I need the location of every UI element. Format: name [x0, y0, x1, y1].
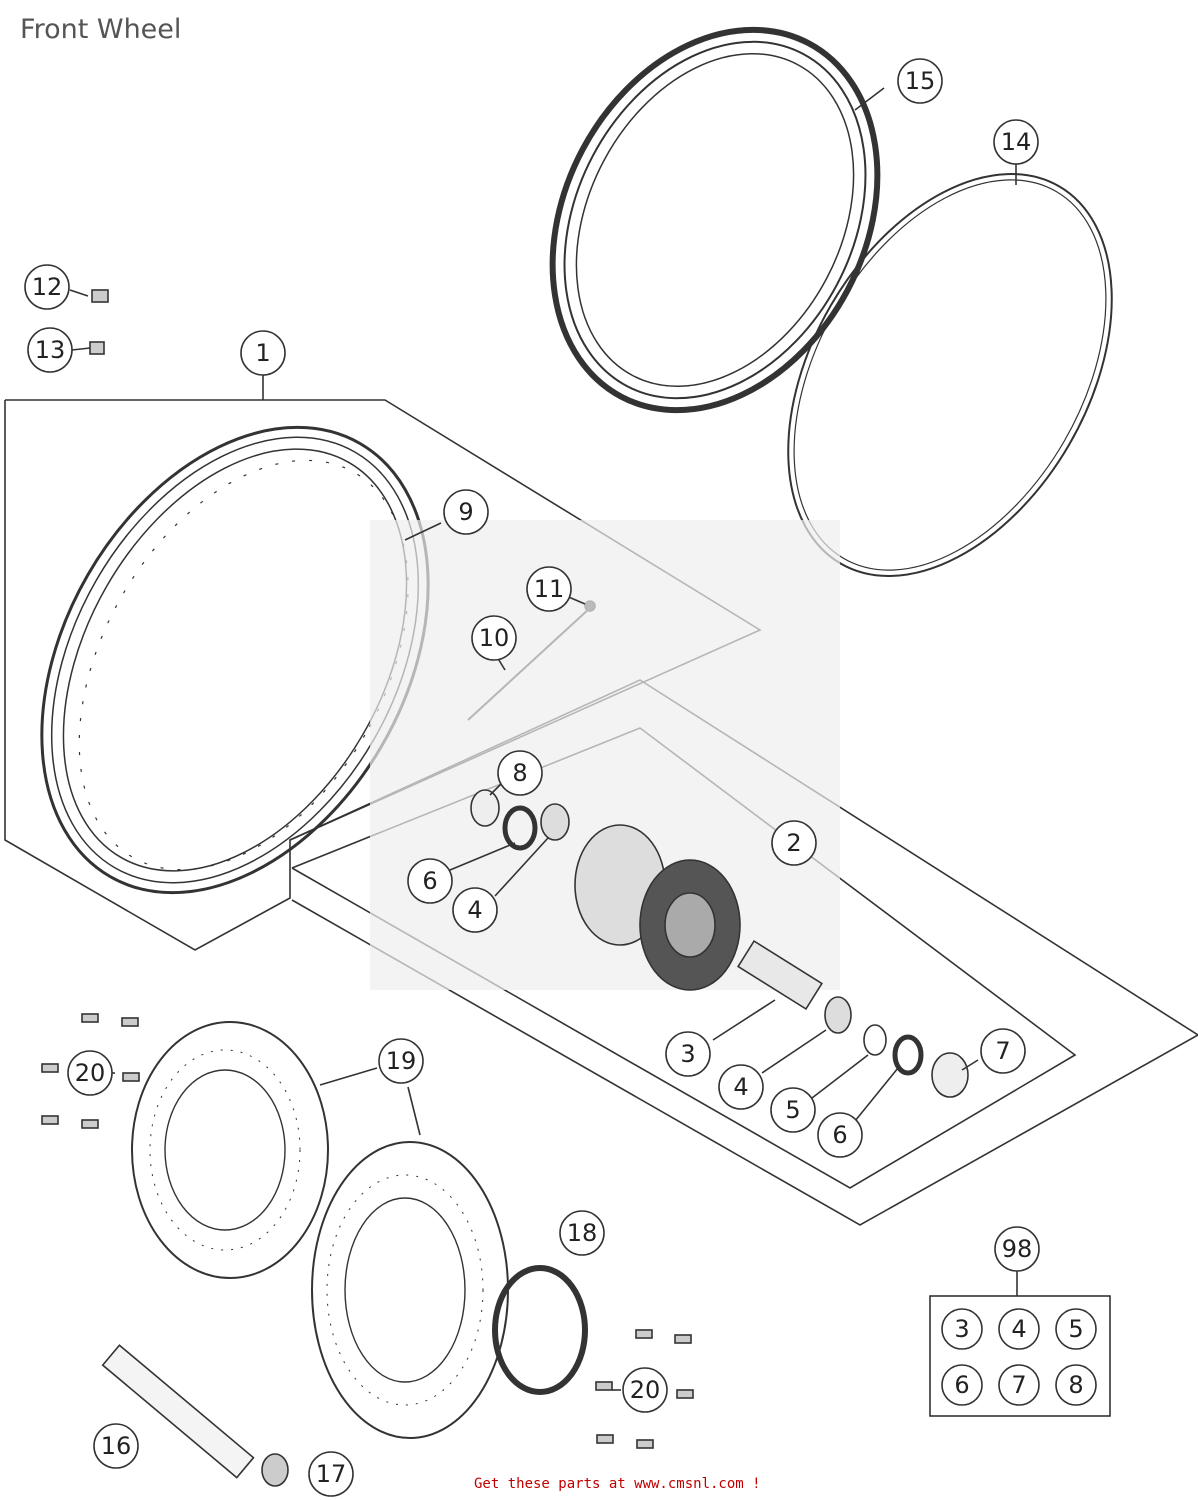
- callout-6-right: 6: [832, 1121, 847, 1149]
- callout-20-left: 20: [75, 1059, 106, 1087]
- callout-18: 18: [567, 1219, 598, 1247]
- callout-9: 9: [458, 498, 473, 526]
- callout-3: 3: [680, 1040, 695, 1068]
- bearing-4-right: [824, 996, 852, 1034]
- callout-98: 98: [1002, 1235, 1033, 1263]
- kit-item-7: 7: [1011, 1371, 1026, 1399]
- seal-6-right: [892, 1034, 924, 1076]
- callout-10: 10: [479, 624, 510, 652]
- brake-disc-right: [311, 1141, 509, 1439]
- tyre: [549, 26, 881, 414]
- callout-5: 5: [785, 1096, 800, 1124]
- callout-17: 17: [316, 1460, 347, 1488]
- callout-16: 16: [101, 1432, 132, 1460]
- callout-2: 2: [786, 829, 801, 857]
- callout-4-left: 4: [467, 896, 482, 924]
- valve-cap: [89, 341, 105, 355]
- spacer-3: [737, 939, 823, 1011]
- axle-nut: [261, 1453, 289, 1487]
- bushing-8: [470, 789, 500, 827]
- circlip-5: [863, 1024, 887, 1056]
- wheel-axle: [101, 1344, 255, 1479]
- brake-disc-left: [131, 1021, 329, 1279]
- callout-19: 19: [386, 1047, 417, 1075]
- footer-link[interactable]: Get these parts at www.cmsnl.com !: [474, 1476, 761, 1492]
- callout-6-left: 6: [422, 867, 437, 895]
- seal-6-left: [502, 805, 538, 851]
- callout-13: 13: [35, 336, 66, 364]
- callout-1: 1: [255, 339, 270, 367]
- assembly-outline-1: [4, 399, 762, 951]
- kit-item-4: 4: [1011, 1315, 1026, 1343]
- bushing-7: [931, 1052, 969, 1098]
- kit-item-6: 6: [954, 1371, 969, 1399]
- kit-item-8: 8: [1068, 1371, 1083, 1399]
- bearing-4-left: [540, 803, 570, 841]
- callout-8: 8: [512, 759, 527, 787]
- kit-item-5: 5: [1068, 1315, 1083, 1343]
- wheel-hub: [574, 824, 741, 991]
- callout-4-right: 4: [733, 1073, 748, 1101]
- kit-item-3: 3: [954, 1315, 969, 1343]
- callout-7: 7: [995, 1037, 1010, 1065]
- callout-12: 12: [32, 273, 63, 301]
- callout-14: 14: [1001, 128, 1032, 156]
- kit-box: [929, 1295, 1111, 1417]
- abs-sensor-ring: [492, 1265, 588, 1395]
- screws-left: [41, 1013, 140, 1129]
- callout-15: 15: [905, 67, 936, 95]
- page-title: Front Wheel: [20, 14, 182, 45]
- callout-11: 11: [534, 575, 565, 603]
- valve: [91, 289, 109, 303]
- screws-right: [595, 1329, 694, 1449]
- rim-band: [787, 172, 1113, 578]
- callout-20-right: 20: [630, 1376, 661, 1404]
